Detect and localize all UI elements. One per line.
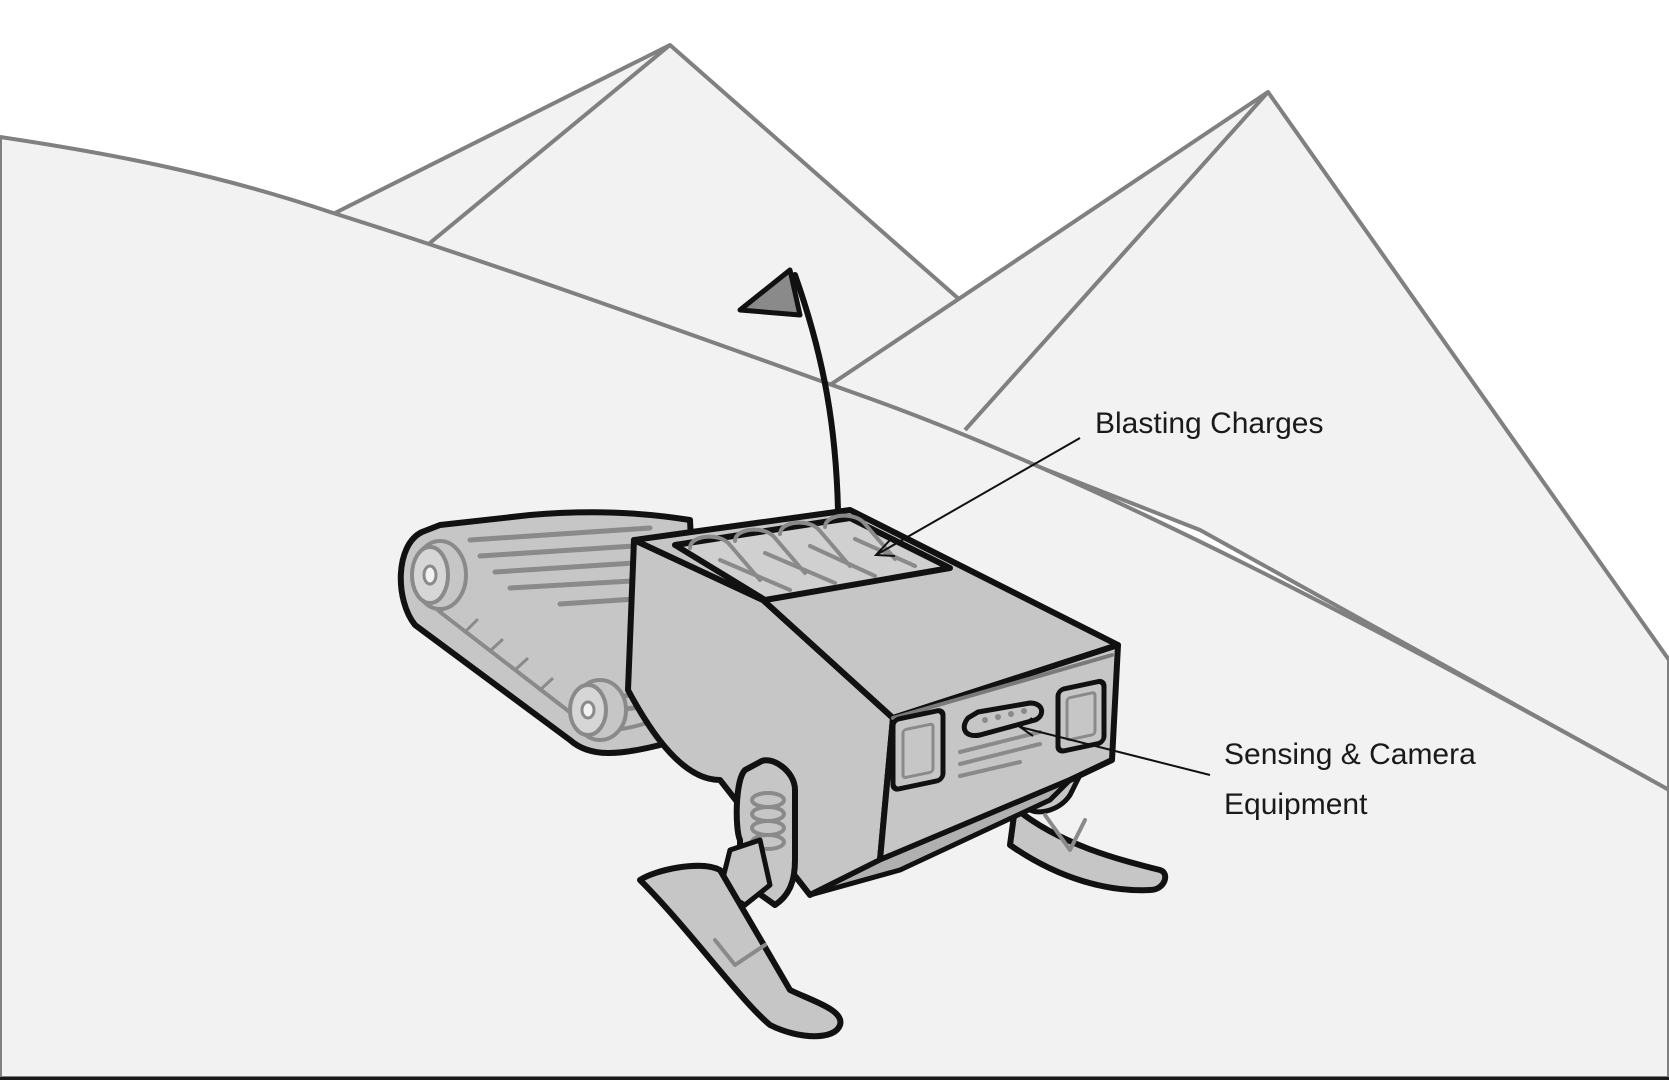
mountain-right [828,90,1669,792]
mountain-right-ridge [963,90,1270,432]
callout-line-sensing [1019,726,1211,776]
right-sensor-window-inner [1065,691,1097,742]
ski-blade-left [637,862,844,1040]
charge-compartment [672,513,953,603]
flag-icon [737,267,841,513]
label-blasting-charges: Blasting Charges [1095,407,1323,440]
left-sensor-window [890,708,946,792]
tread-assembly [397,509,703,756]
camera-lenses [982,708,1027,723]
body-edge-line [891,653,1114,720]
ski-blade-right [1007,805,1169,894]
robot-illustration [397,267,1169,1040]
vent-lines [958,730,1042,778]
front-wheel [568,678,628,742]
body-lower-chamfer [807,777,1073,898]
mountain-left-ridge [423,43,672,249]
tread-outer [397,509,703,756]
label-sensing-line2: Equipment [1224,788,1368,821]
callout-line-blasting [875,437,1081,556]
flag [737,267,803,318]
compartment-tray [672,515,953,603]
arrowhead-sensing [1018,717,1034,737]
right-sensor-window [1055,678,1107,754]
spring-coil [750,791,786,851]
callout-blasting-charges: Blasting Charges [873,407,1323,557]
left-sensor-window-inner [901,722,935,780]
bottom-rule [0,1077,1669,1080]
blasting-charge-cylinders [688,513,917,592]
antenna-pole [792,272,841,513]
label-sensing-line1: Sensing & Camera [1224,738,1476,771]
sensing-camera-equipment [890,678,1107,792]
rear-wheel [410,539,468,611]
arrowhead-blasting [873,539,896,557]
callout-sensing-camera: Sensing & Camera Equipment [1018,717,1476,821]
front-left-leg [637,757,844,1040]
